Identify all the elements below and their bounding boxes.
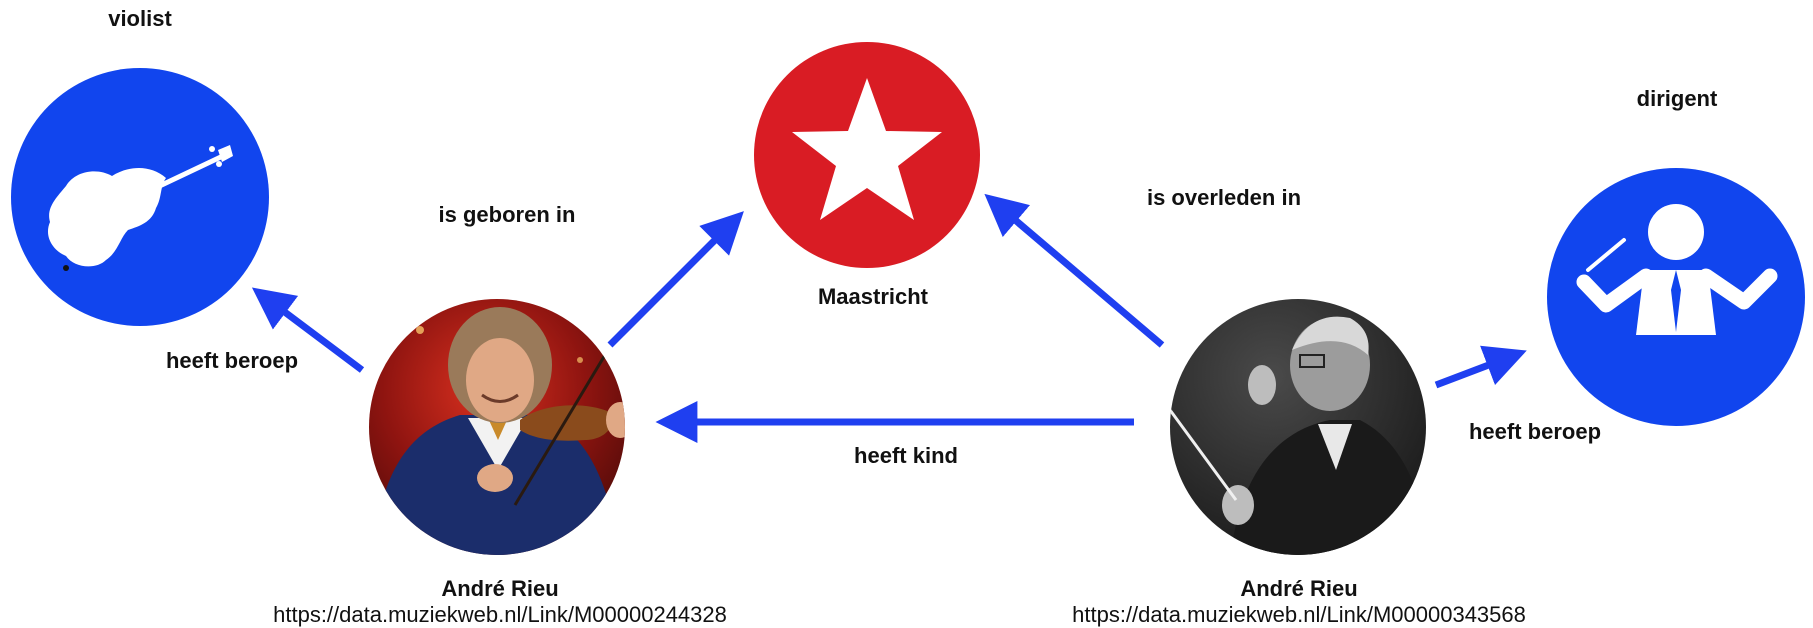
maastricht-label: Maastricht [818, 284, 929, 309]
node-andre-rieu-son[interactable]: André Rieu https://data.muziekweb.nl/Lin… [273, 299, 727, 627]
conductor-photo [1170, 299, 1426, 555]
star-icon [792, 78, 942, 220]
node-andre-rieu-father[interactable]: André Rieu https://data.muziekweb.nl/Lin… [1072, 299, 1526, 627]
node-maastricht[interactable]: Maastricht [754, 42, 980, 309]
father-url-link[interactable]: https://data.muziekweb.nl/Link/M00000343… [1072, 602, 1526, 627]
node-violist[interactable]: violist [11, 6, 269, 326]
violinist-photo [369, 299, 625, 555]
dirigent-label: dirigent [1637, 86, 1718, 111]
violin-icon [47, 145, 233, 271]
edge-label-father-occupation: heeft beroep [1469, 419, 1601, 444]
node-dirigent[interactable]: dirigent [1547, 86, 1805, 426]
conductor-icon [1576, 204, 1778, 335]
edge-label-son-occupation: heeft beroep [166, 348, 298, 373]
edge-label-father-died: is overleden in [1147, 185, 1301, 210]
edge-son-born [607, 211, 744, 348]
edge-father-occupation [1434, 345, 1527, 389]
father-name: André Rieu [1240, 576, 1357, 601]
son-url-link[interactable]: https://data.muziekweb.nl/Link/M00000244… [273, 602, 727, 627]
violist-label: violist [108, 6, 172, 31]
edge-label-son-born: is geboren in [439, 202, 576, 227]
edge-son-occupation [251, 287, 365, 373]
edge-label-father-child: heeft kind [854, 443, 958, 468]
son-name: André Rieu [441, 576, 558, 601]
edge-father-died [984, 193, 1165, 348]
